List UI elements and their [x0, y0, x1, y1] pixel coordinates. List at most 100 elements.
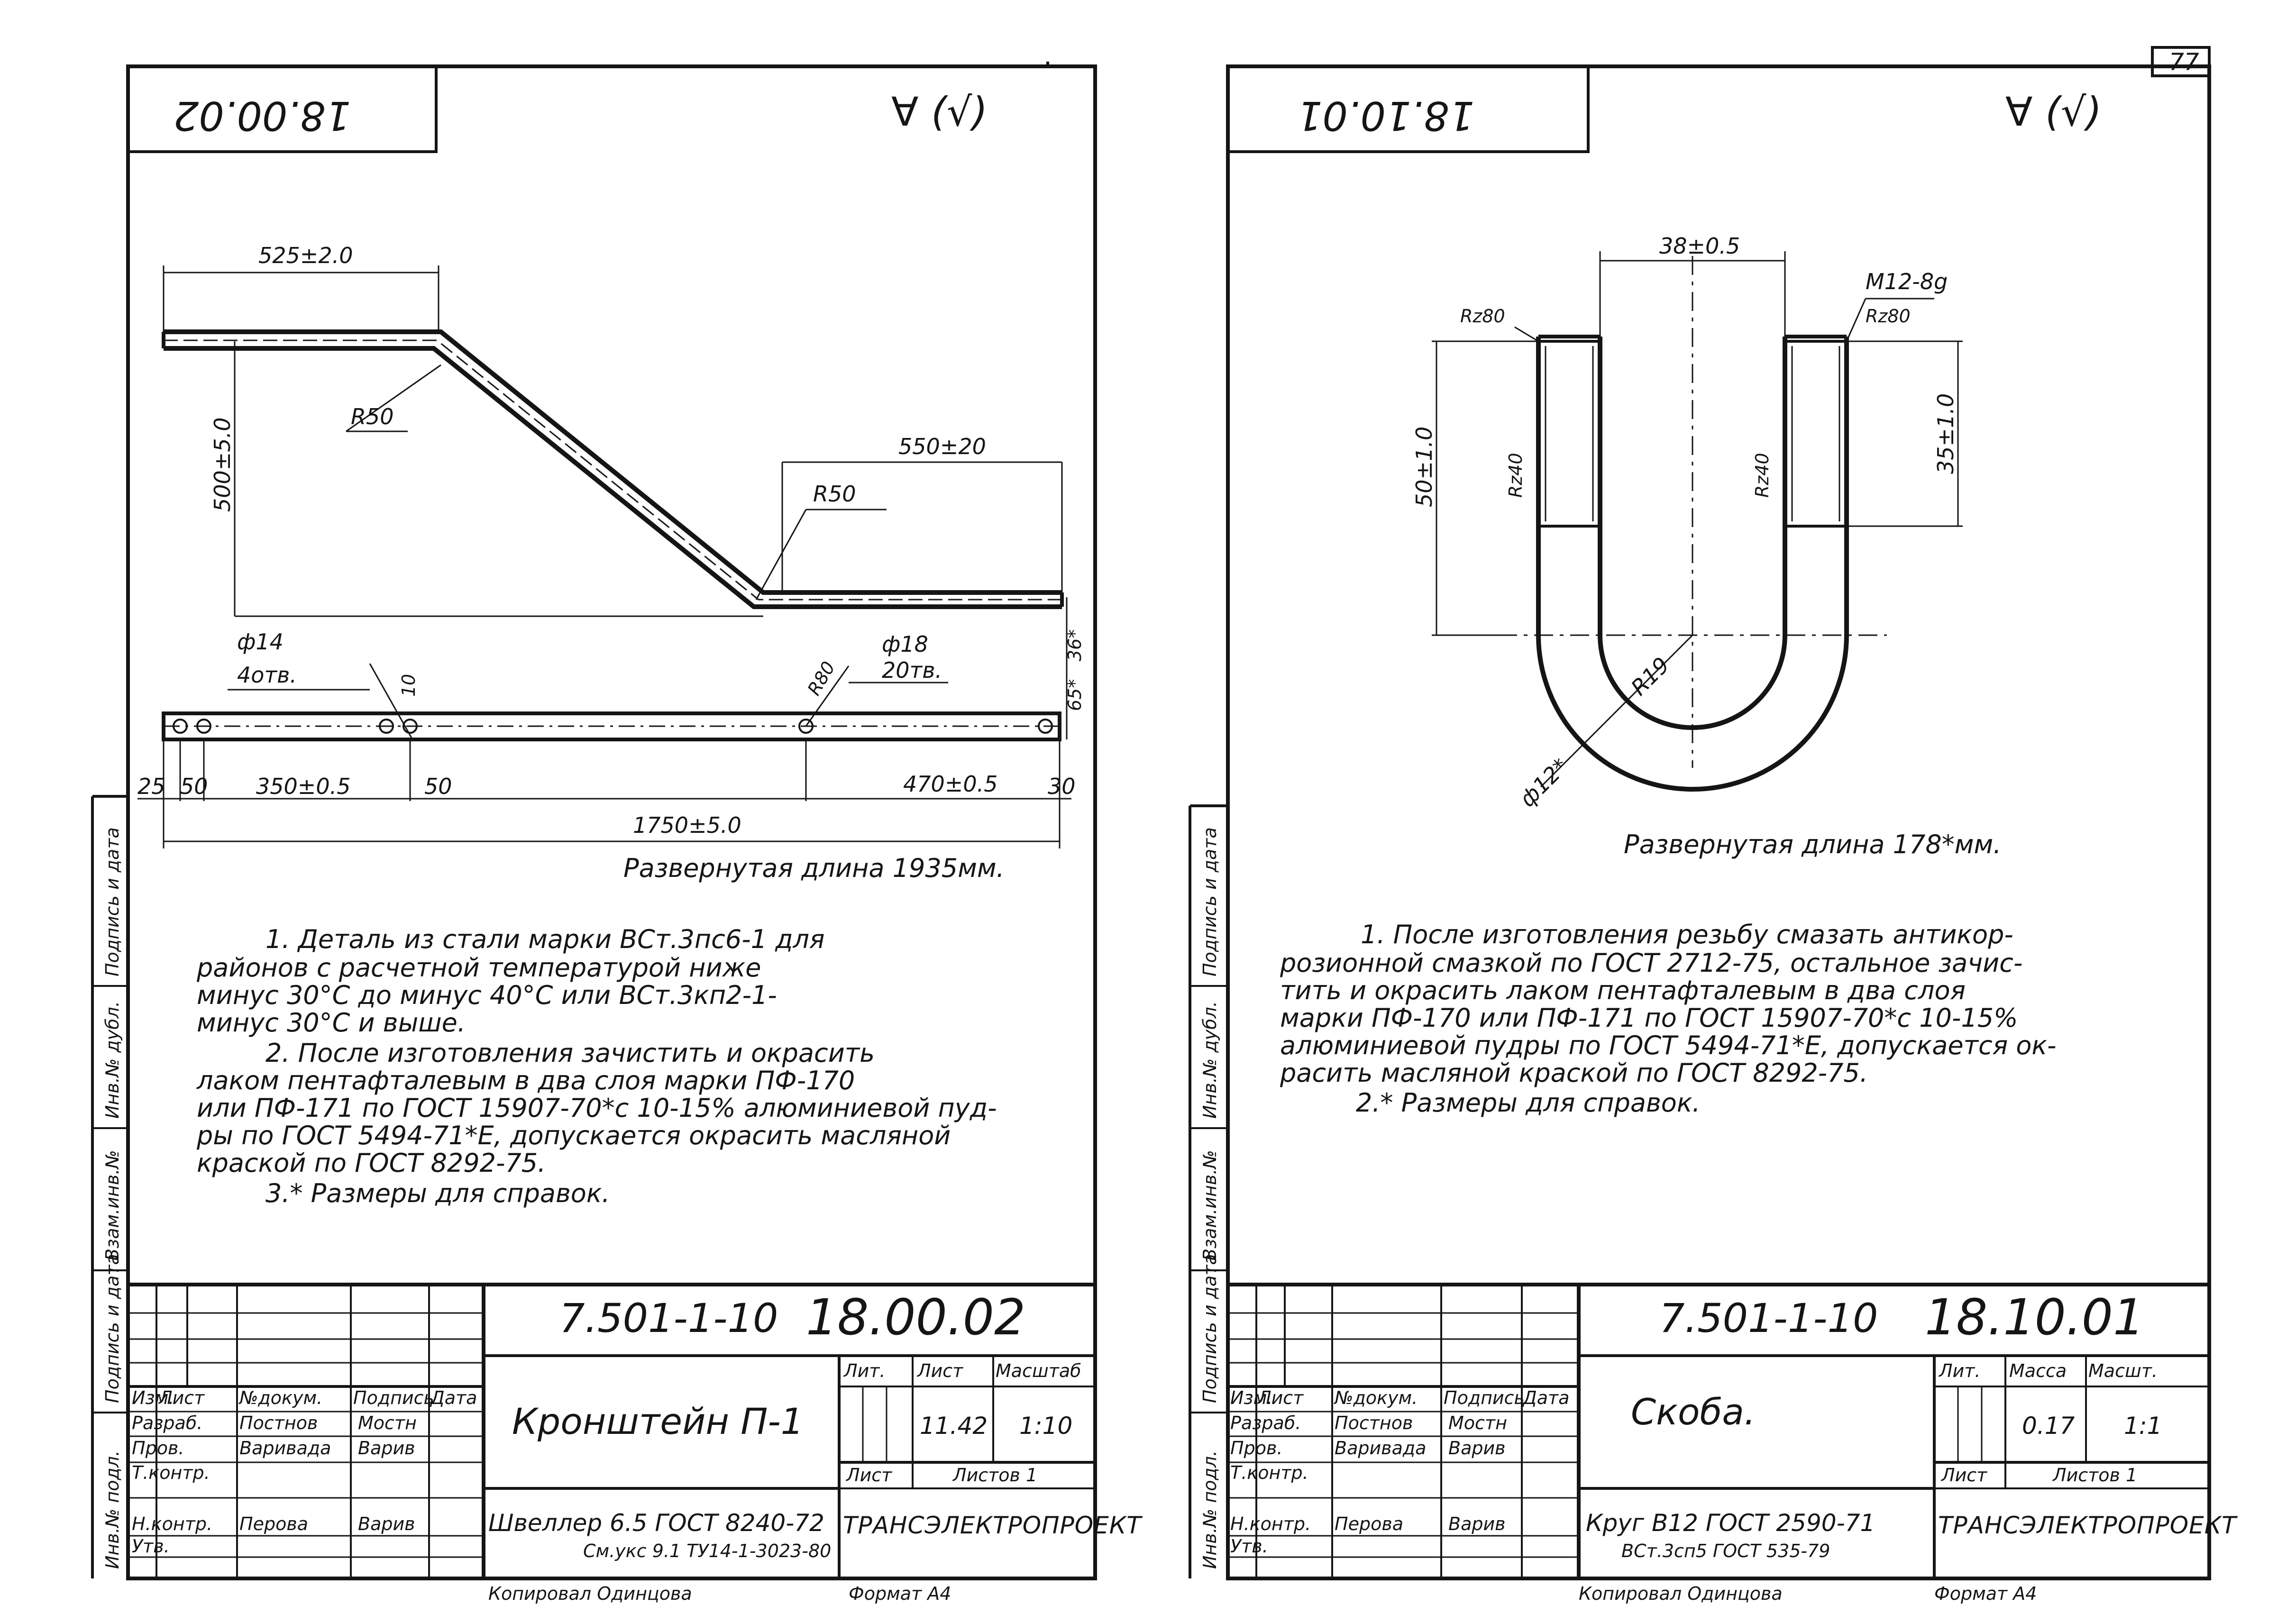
- left-name-nkontr: Перова: [239, 1514, 308, 1534]
- dim-height-50: 50±1.0: [1411, 427, 1437, 507]
- dim-rz40-left: Rz40: [1505, 453, 1526, 498]
- right-margin-label-2: Подпись и дата: [1199, 1254, 1220, 1403]
- right-unfolded-length: Развернутая длина 178*мм.: [1624, 830, 2001, 859]
- left-mass-value: 11.42: [920, 1412, 988, 1440]
- right-sheet-label: Лист: [1940, 1465, 1988, 1486]
- dim-rz80-left: Rz80: [1460, 306, 1505, 327]
- right-organization: ТРАНСЭЛЕКТРОПРОЕКТ: [1938, 1512, 2238, 1539]
- right-note-line: 1. После изготовления резьбу смазать ант…: [1361, 920, 2013, 949]
- right-note-line: расить масляной краской по ГОСТ 8292-75.: [1280, 1058, 1868, 1088]
- right-doc-number: 18.10.01: [1925, 1288, 2144, 1346]
- right-signature: Мостн: [1448, 1413, 1507, 1433]
- right-signature: Варив: [1448, 1438, 1506, 1459]
- dim-top-width: 38±0.5: [1659, 233, 1740, 259]
- left-material-2: См.укс 9.1 ТУ14-1-3023-80: [583, 1541, 831, 1561]
- left-notes: 1. Деталь из стали марки ВСт.3пс6-1 для …: [196, 924, 997, 1208]
- right-copied-by: Копировал Одинцова: [1579, 1583, 1783, 1604]
- left-scale-value: 1:10: [1019, 1412, 1072, 1440]
- left-note-line: или ПФ-171 по ГОСТ 15907-70*с 10-15% алю…: [197, 1093, 997, 1123]
- right-frame: [1226, 64, 2211, 1580]
- left-signature: Варив: [358, 1438, 415, 1459]
- left-note-line: 3.* Размеры для справок.: [265, 1178, 610, 1208]
- right-row-nkontr: Н.контр.: [1230, 1514, 1311, 1534]
- dim-50a: 50: [180, 774, 208, 799]
- dim-r80: R80: [804, 658, 839, 699]
- dim-hole14-count: 4отв.: [237, 662, 297, 688]
- dim-side-36: 36*: [1064, 629, 1085, 661]
- page-number: 77: [2169, 48, 2199, 76]
- left-hdr-date: Дата: [430, 1387, 477, 1408]
- right-note-line: алюминиевой пудры по ГОСТ 5494-71*Е, доп…: [1280, 1030, 2057, 1060]
- right-lit-header: Лит.: [1938, 1360, 1981, 1381]
- left-unfolded-length: Развернутая длина 1935мм.: [623, 853, 1005, 883]
- right-scale-header: Масшт.: [2088, 1360, 2158, 1381]
- dim-470: 470±0.5: [903, 771, 998, 797]
- right-roughness-mark: ∀ (√): [2005, 89, 2102, 135]
- left-margin-strip: Инв.№ подл. Подпись и дата Взам.инв.№ Ин…: [91, 795, 128, 1578]
- right-note-line: 2.* Размеры для справок.: [1356, 1088, 1701, 1118]
- dim-side-65: 65*: [1064, 679, 1085, 711]
- left-hdr-ndoc: №докум.: [238, 1387, 322, 1408]
- left-row-prov: Пров.: [132, 1438, 184, 1459]
- dim-hole14: ф14: [237, 629, 284, 655]
- left-name-razrab: Постнов: [239, 1413, 318, 1433]
- dim-r50-lower: R50: [813, 481, 856, 507]
- left-note-line: ры по ГОСТ 5494-71*Е, допускается окраси…: [196, 1121, 951, 1150]
- right-mass-value: 0.17: [2022, 1412, 2075, 1440]
- dim-total: 1750±5.0: [633, 812, 741, 838]
- left-signature: Варив: [358, 1514, 415, 1534]
- right-note-line: марки ПФ-170 или ПФ-171 по ГОСТ 15907-70…: [1280, 1003, 2018, 1033]
- right-margin-label-1: Инв.№ подл.: [1199, 1450, 1220, 1569]
- right-name-nkontr: Перова: [1335, 1514, 1403, 1534]
- left-sheets-label: Листов 1: [952, 1465, 1037, 1486]
- right-material-2: ВСт.3сп5 ГОСТ 535-79: [1621, 1541, 1830, 1561]
- right-row-razrab: Разраб.: [1230, 1413, 1301, 1433]
- left-margin-label-3: Взам.инв.№: [102, 1150, 123, 1261]
- left-doc-number: 18.00.02: [806, 1288, 1025, 1346]
- left-signature: Мостн: [358, 1413, 417, 1433]
- left-note-line: районов с расчетной температурой ниже: [196, 953, 761, 983]
- right-material-1: Круг В12 ГОСТ 2590-71: [1586, 1509, 1875, 1537]
- right-name-razrab: Постнов: [1335, 1413, 1413, 1433]
- left-roughness-mark: ∀ (√): [891, 89, 988, 135]
- right-doc-code: 7.501-1-10: [1659, 1295, 1878, 1341]
- right-hdr-list: Лист: [1257, 1387, 1304, 1408]
- dim-height: 500±5.0: [210, 418, 235, 512]
- left-frame: [126, 64, 1097, 1580]
- left-note-line: 1. Деталь из стали марки ВСт.3пс6-1 для: [265, 924, 825, 954]
- left-corner-code: 18.00.02: [174, 92, 351, 139]
- left-sheet-label: Лист: [845, 1465, 893, 1486]
- right-note-line: розионной смазкой по ГОСТ 2712-75, остал…: [1280, 948, 2022, 978]
- right-notes: 1. После изготовления резьбу смазать ант…: [1280, 920, 2057, 1118]
- left-hdr-izm: Изм.: [132, 1387, 174, 1408]
- left-note-line: минус 30°С до минус 40°С или ВСт.3кп2-1-: [197, 980, 777, 1010]
- right-margin-label-3: Взам.инв.№: [1199, 1150, 1220, 1261]
- left-sheet-header: Лист: [916, 1360, 964, 1381]
- right-sheets-label: Листов 1: [2052, 1465, 2137, 1486]
- left-note-line: краской по ГОСТ 8292-75.: [197, 1148, 546, 1178]
- left-note-line: минус 30°С и выше.: [197, 1008, 466, 1038]
- left-format: Формат А4: [849, 1583, 951, 1604]
- right-title-block: Изм. Лист №докум. Подпись Дата Разраб. П…: [1228, 1283, 2238, 1578]
- left-lit-header: Лит.: [843, 1360, 886, 1381]
- right-corner-box: [1226, 65, 1590, 153]
- right-row-prov: Пров.: [1230, 1438, 1282, 1459]
- right-signature: Варив: [1448, 1514, 1506, 1534]
- right-margin-label-4: Инв.№ дубл.: [1199, 1001, 1220, 1119]
- right-sheet: 18.10.01 ∀ (√) 77 Инв.№ подл. Подпись и …: [1189, 46, 2238, 1604]
- left-scale-header: Масштаб: [996, 1360, 1081, 1381]
- left-title-block: Изм. Лист №докум. Подпись Дата Разраб. П…: [128, 1283, 1142, 1578]
- dim-tab-small: 10: [398, 674, 419, 697]
- right-margin-strip: Инв.№ подл. Подпись и дата Взам.инв.№ Ин…: [1189, 804, 1228, 1578]
- right-name-prov: Варивада: [1335, 1438, 1426, 1459]
- page-number-box: [2151, 46, 2211, 77]
- left-row-tkontr: Т.контр.: [132, 1462, 210, 1483]
- dim-25: 25: [137, 774, 165, 799]
- dim-bend-radius: R19: [1626, 652, 1674, 701]
- dim-r50-upper: R50: [351, 404, 394, 429]
- dim-350: 350±0.5: [256, 774, 351, 799]
- dim-50b: 50: [424, 774, 452, 799]
- dim-rz40-right: Rz40: [1752, 453, 1773, 498]
- right-note-line: тить и окрасить лаком пентафталевым в дв…: [1280, 976, 1966, 1005]
